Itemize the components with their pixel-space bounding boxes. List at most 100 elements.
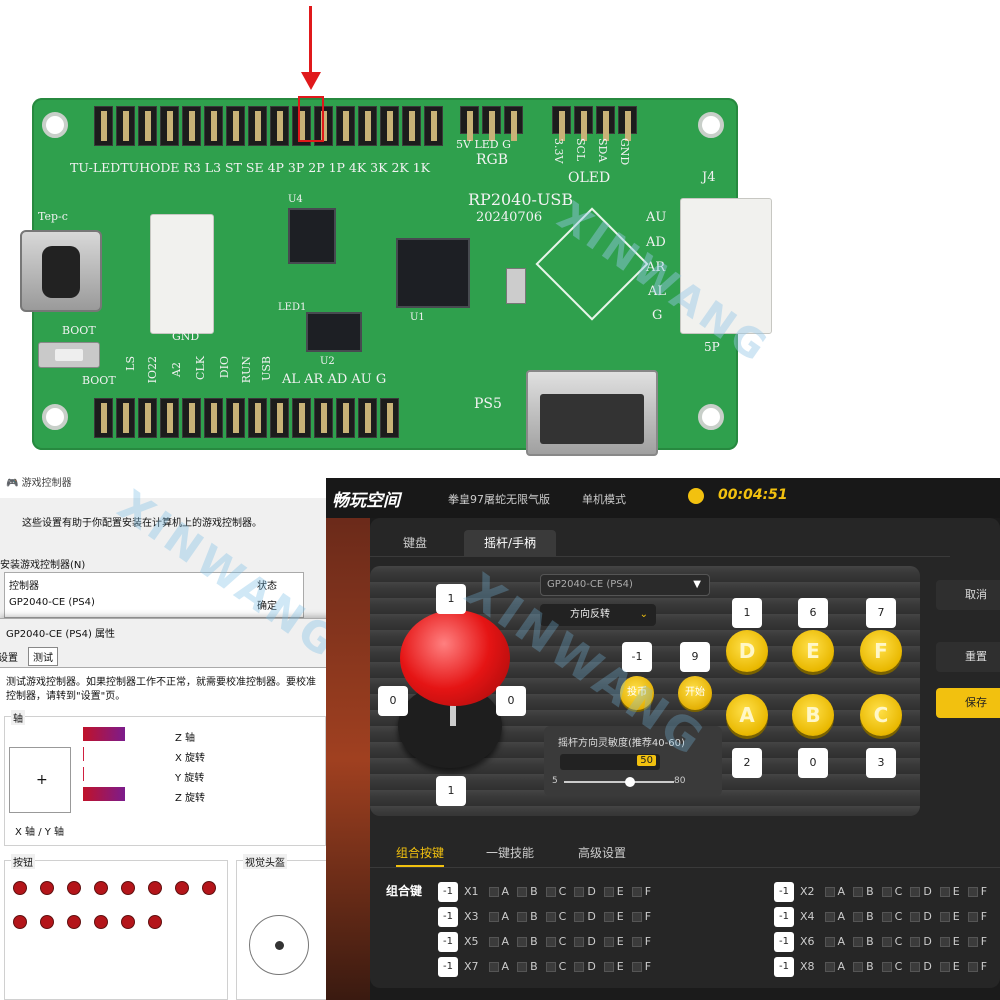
combo-checkbox[interactable] (488, 912, 499, 922)
button-c[interactable]: C (860, 694, 902, 736)
combo-checkbox[interactable] (824, 887, 835, 897)
combo-checkbox[interactable] (603, 887, 614, 897)
device-select[interactable]: GP2040-CE (PS4) ▼ (540, 574, 710, 596)
coin-value[interactable]: -1 (622, 642, 652, 672)
combo-checkbox[interactable] (631, 912, 642, 922)
val-f[interactable]: 7 (866, 598, 896, 628)
controller-row-status[interactable]: 确定 (257, 601, 277, 612)
combo-checkbox[interactable] (488, 887, 499, 897)
mount-hole-icon (42, 404, 68, 430)
val-a[interactable]: 2 (732, 748, 762, 778)
tab-keyboard[interactable]: 键盘 (402, 536, 427, 550)
button-b[interactable]: B (792, 694, 834, 736)
combo-key-value[interactable]: -1 (774, 907, 794, 927)
main-desc: 这些设置有助于你配置安装在计算机上的游戏控制器。 (22, 518, 262, 529)
combo-checkbox[interactable] (967, 937, 978, 947)
val-b[interactable]: 0 (798, 748, 828, 778)
sensitivity-field[interactable]: 50 (560, 754, 660, 770)
button-a[interactable]: A (726, 694, 768, 736)
stick-down-value[interactable]: 1 (436, 776, 466, 806)
subtab-combo[interactable]: 组合按键 (396, 844, 445, 867)
combo-checkbox[interactable] (631, 887, 642, 897)
combo-checkbox[interactable] (631, 937, 642, 947)
combo-checkbox[interactable] (603, 962, 614, 972)
tab-settings[interactable]: 设置 (0, 653, 18, 664)
stick-up-value[interactable]: 1 (436, 584, 466, 614)
combo-checkbox[interactable] (910, 887, 921, 897)
combo-checkbox[interactable] (517, 887, 528, 897)
combo-key-value[interactable]: -1 (438, 957, 458, 977)
combo-key-value[interactable]: -1 (774, 957, 794, 977)
combo-checkbox[interactable] (574, 912, 585, 922)
combo-checkbox[interactable] (545, 912, 556, 922)
combo-checkbox[interactable] (939, 912, 950, 922)
combo-checkbox[interactable] (545, 937, 556, 947)
combo-key-value[interactable]: -1 (774, 882, 794, 902)
stick-left-value[interactable]: 0 (378, 686, 408, 716)
coin-button[interactable]: 投币 (620, 676, 654, 710)
combo-checkbox[interactable] (853, 962, 864, 972)
controller-row-name[interactable]: GP2040-CE (PS4) (9, 597, 95, 608)
subtab-skill[interactable]: 一键技能 (486, 846, 535, 860)
combo-checkbox[interactable] (910, 912, 921, 922)
combo-checkbox[interactable] (967, 912, 978, 922)
save-button[interactable]: 保存 (936, 688, 1000, 718)
combo-checkbox[interactable] (517, 937, 528, 947)
combo-checkbox[interactable] (939, 962, 950, 972)
joystick-ball-icon[interactable] (400, 610, 510, 706)
combo-key-value[interactable]: -1 (438, 907, 458, 927)
combo-checkbox[interactable] (824, 962, 835, 972)
start-value[interactable]: 9 (680, 642, 710, 672)
combo-checkbox[interactable] (574, 962, 585, 972)
val-c[interactable]: 3 (866, 748, 896, 778)
combo-checkbox[interactable] (824, 912, 835, 922)
subtab-bar: 组合按键 一键技能 高级设置 (370, 838, 1000, 868)
reset-button[interactable]: 重置 (936, 642, 1000, 672)
button-f[interactable]: F (860, 630, 902, 672)
combo-checkbox[interactable] (853, 937, 864, 947)
combo-checkbox[interactable] (517, 962, 528, 972)
combo-checkbox[interactable] (853, 912, 864, 922)
combo-checkbox[interactable] (881, 887, 892, 897)
combo-checkbox[interactable] (631, 962, 642, 972)
start-button[interactable]: 开始 (678, 676, 712, 710)
tab-test[interactable]: 测试 (28, 647, 58, 666)
combo-checkbox[interactable] (603, 912, 614, 922)
combo-checkbox[interactable] (853, 887, 864, 897)
combo-checkbox[interactable] (603, 937, 614, 947)
combo-checkbox[interactable] (967, 962, 978, 972)
tab-joystick[interactable]: 摇杆/手柄 (464, 530, 556, 556)
combo-checkbox[interactable] (574, 887, 585, 897)
sensitivity-slider[interactable] (564, 781, 674, 783)
val-d[interactable]: 1 (732, 598, 762, 628)
combo-checkbox[interactable] (517, 912, 528, 922)
combo-checkbox[interactable] (545, 887, 556, 897)
combo-checkbox[interactable] (881, 912, 892, 922)
combo-checkbox[interactable] (939, 937, 950, 947)
u4-label: U4 (288, 194, 303, 205)
combo-checkbox[interactable] (939, 887, 950, 897)
combo-checkbox[interactable] (910, 937, 921, 947)
combo-checkbox[interactable] (488, 962, 499, 972)
combo-key-value[interactable]: -1 (438, 932, 458, 952)
combo-key-value[interactable]: -1 (774, 932, 794, 952)
subtab-advanced[interactable]: 高级设置 (578, 846, 627, 860)
button-e[interactable]: E (792, 630, 834, 672)
combo-checkbox[interactable] (545, 962, 556, 972)
slider-knob-icon[interactable] (625, 777, 635, 787)
val-e[interactable]: 6 (798, 598, 828, 628)
combo-checkbox[interactable] (824, 937, 835, 947)
combo-checkbox[interactable] (910, 962, 921, 972)
combo-checkbox[interactable] (881, 962, 892, 972)
direction-reverse-button[interactable]: 方向反转 ⌄ (540, 604, 656, 626)
combo-letter: E (616, 960, 624, 973)
combo-checkbox[interactable] (488, 937, 499, 947)
combo-checkbox[interactable] (881, 937, 892, 947)
cancel-button[interactable]: 取消 (936, 580, 1000, 610)
button-d[interactable]: D (726, 630, 768, 672)
combo-checkbox[interactable] (967, 887, 978, 897)
combo-checkbox[interactable] (574, 937, 585, 947)
combo-key-value[interactable]: -1 (438, 882, 458, 902)
stick-right-value[interactable]: 0 (496, 686, 526, 716)
